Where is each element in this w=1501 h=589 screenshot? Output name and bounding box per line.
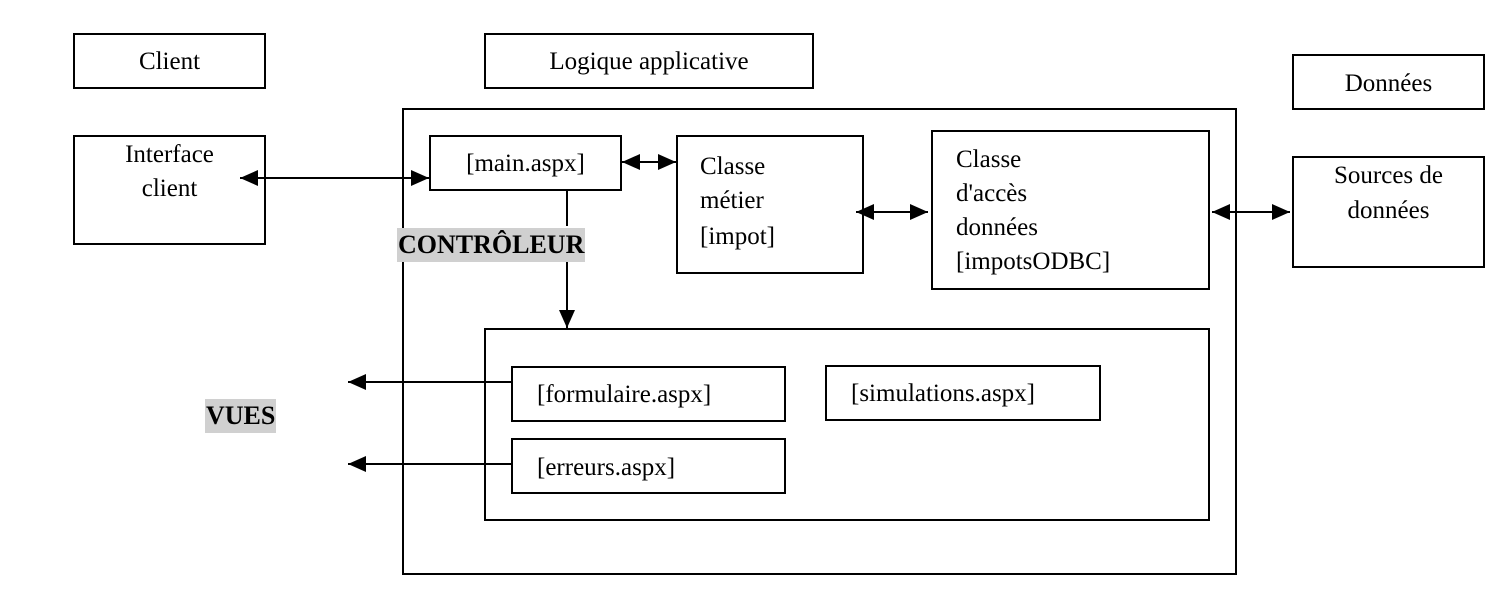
- interface-client-box: Interface client: [73, 135, 266, 245]
- erreurs-aspx-box: [erreurs.aspx]: [511, 438, 786, 494]
- data-access-line3: données: [956, 214, 1038, 241]
- business-class-line2: métier: [700, 187, 764, 214]
- business-class-box: Classe métier [impot]: [676, 135, 864, 274]
- interface-client-line2: client: [141, 175, 198, 202]
- formulaire-aspx-label: [formulaire.aspx]: [537, 381, 712, 408]
- interface-client-line1: Interface: [125, 141, 214, 168]
- data-access-class-box: Classe d'accès données [impotsODBC]: [931, 130, 1210, 290]
- business-class-line1: Classe: [700, 153, 766, 180]
- data-header: Données: [1292, 54, 1485, 110]
- simulations-aspx-label: [simulations.aspx]: [851, 380, 1036, 407]
- main-aspx-label: [main.aspx]: [466, 150, 585, 177]
- client-header-label: Client: [138, 48, 201, 75]
- logic-header-label: Logique applicative: [549, 48, 749, 75]
- data-access-line4: [impotsODBC]: [956, 248, 1111, 275]
- data-access-line1: Classe: [956, 146, 1022, 173]
- data-sources-line2: données: [1347, 197, 1430, 224]
- business-class-line3: [impot]: [700, 223, 775, 250]
- data-sources-line1: Sources de: [1334, 162, 1443, 189]
- logic-header: Logique applicative: [484, 33, 814, 89]
- main-aspx-box: [main.aspx]: [429, 135, 622, 191]
- controller-label: CONTRÔLEUR: [397, 228, 586, 262]
- formulaire-aspx-box: [formulaire.aspx]: [511, 366, 786, 422]
- simulations-aspx-box: [simulations.aspx]: [825, 365, 1101, 421]
- data-sources-box: Sources de données: [1292, 156, 1485, 268]
- client-header: Client: [73, 33, 266, 89]
- erreurs-aspx-label: [erreurs.aspx]: [537, 454, 676, 481]
- data-access-line2: d'accès: [956, 180, 1028, 207]
- views-label: VUES: [205, 399, 277, 433]
- data-header-label: Données: [1344, 70, 1433, 97]
